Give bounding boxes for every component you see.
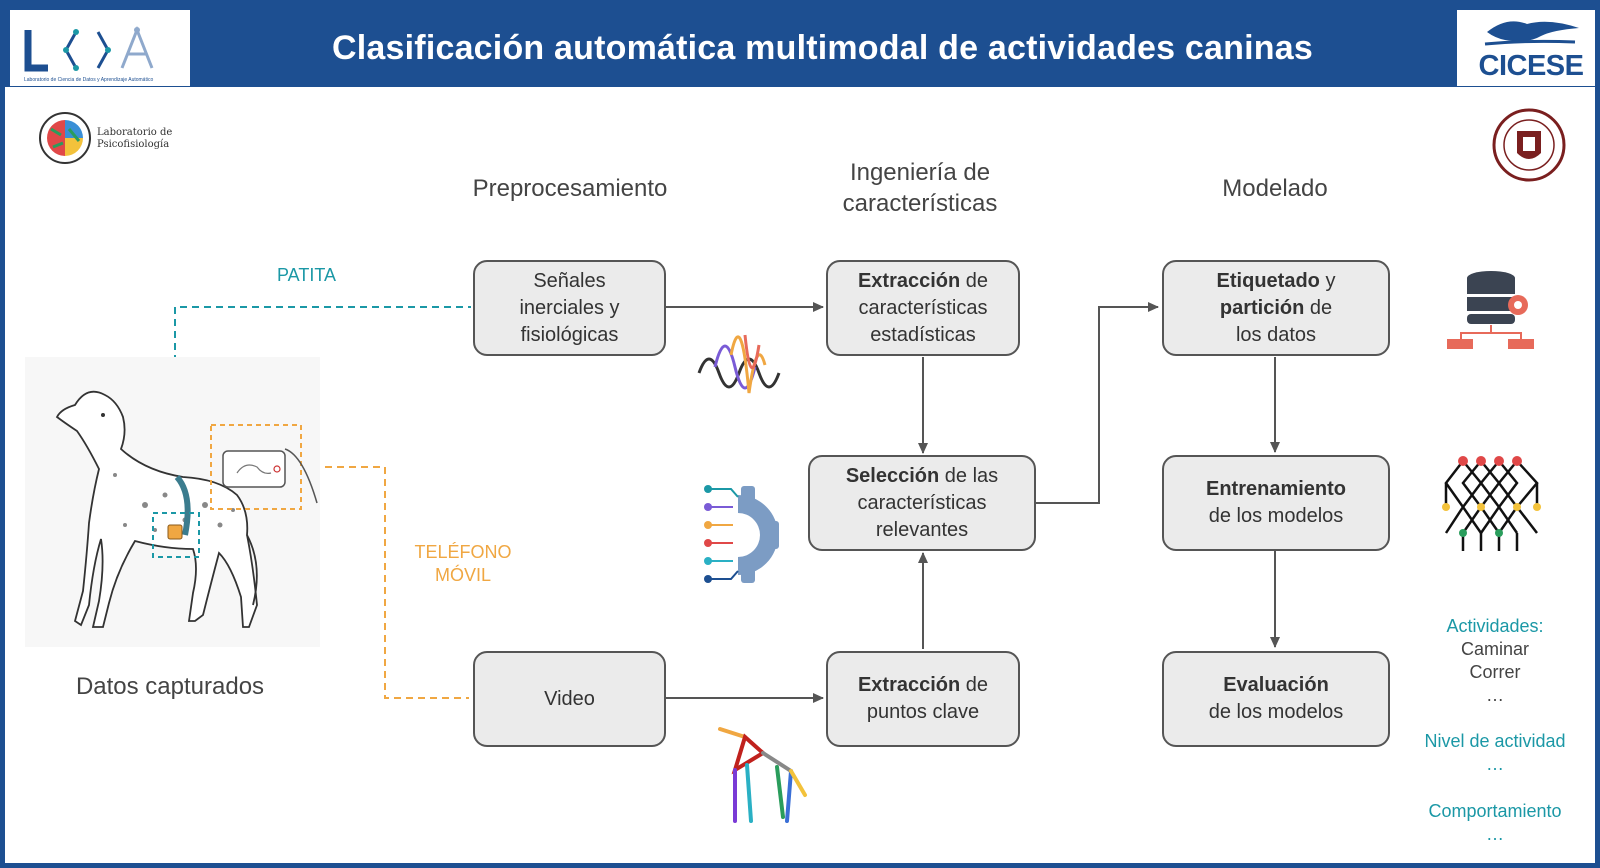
partition-rest: de [1304, 296, 1333, 319]
lcdaa-caption: Laboratorio de Ciencia de Datos y Aprend… [24, 77, 154, 83]
video-label: Video [544, 687, 595, 710]
dog-illustration [25, 357, 320, 647]
selection-bold: Selección [845, 464, 940, 487]
phone-label-line1: TELÉFONO [414, 542, 512, 562]
psychophysiology-lab-name: Laboratorio de Psicofisiología [97, 127, 172, 151]
keypoints-rest: de [960, 674, 989, 696]
extraction-stats-line3: estadísticas [870, 323, 976, 346]
box-signals: Señales inerciales y fisiológicas [473, 260, 666, 356]
box-feature-selection: Selección de las características relevan… [808, 455, 1036, 551]
lcdaa-logo: Laboratorio de Ciencia de Datos y Aprend… [10, 10, 190, 86]
labeling-rest: y [1319, 269, 1336, 292]
evaluation-bold: Evaluación [1223, 674, 1329, 696]
extraction-stats-bold: Extracción [857, 269, 961, 292]
labeling-line3: los datos [1235, 323, 1317, 346]
box-evaluation: Evaluación de los modelos [1162, 651, 1390, 747]
box-extraction-statistics: Extracción de características estadístic… [826, 260, 1020, 356]
activity-walk: Caminar [1460, 639, 1530, 659]
labeling-bold: Etiquetado [1216, 269, 1320, 292]
selection-line2: características [857, 491, 987, 514]
section-feature-engineering-line2: características [842, 190, 998, 217]
captured-data-label: Datos capturados [75, 673, 265, 700]
box-keypoint-extraction: Extracción de puntos clave [826, 651, 1020, 747]
signals-line1: Señales [533, 269, 606, 292]
selection-line3: relevantes [875, 518, 969, 541]
box-video: Video [473, 651, 666, 747]
section-feature-engineering-line1: Ingeniería de [849, 159, 991, 186]
arrow-selection-to-labeling [1036, 302, 1159, 504]
pelican-icon [1484, 21, 1579, 46]
activity-more: … [1486, 685, 1504, 705]
neural-network-icon [1444, 460, 1539, 551]
lab-name-line1: Laboratorio de [97, 127, 173, 138]
extraction-stats-line2: características [858, 296, 988, 319]
dog-skeleton-keypoints-icon [718, 727, 807, 823]
evaluation-line2: de los modelos [1208, 701, 1344, 723]
behavior: Comportamiento … [1405, 800, 1585, 846]
cicese-name: CICESE [1478, 50, 1584, 82]
phone-label-line2: MÓVIL [434, 565, 491, 585]
partition-bold: partición [1219, 296, 1305, 319]
signals-line2: inerciales y [519, 296, 620, 319]
activity-level-more: … [1486, 754, 1504, 774]
cicese-logo: CICESE [1457, 10, 1595, 86]
activity-run: Correr [1469, 662, 1521, 682]
connectors-and-icons [25, 271, 1541, 823]
signal-waveform-icon [697, 334, 781, 394]
keypoints-line2: puntos clave [866, 701, 980, 723]
diagram-title: Clasificación automática multimodal de a… [332, 29, 1313, 67]
box-training: Entrenamiento de los modelos [1162, 455, 1390, 551]
extraction-stats-rest: de [960, 269, 989, 292]
feature-gear-icon [704, 485, 779, 583]
signals-line3: fisiológicas [520, 323, 619, 346]
activity-level-title: Nivel de actividad [1424, 731, 1566, 751]
behavior-more: … [1486, 824, 1504, 844]
neural-network-nodes [1442, 456, 1541, 537]
header-bar: Clasificación automática multimodal de a… [5, 5, 1595, 87]
activity-level: Nivel de actividad … [1405, 730, 1585, 776]
lcdaa-logo-mark [24, 25, 154, 72]
lab-name-line2: Psicofisiología [97, 139, 170, 150]
phone-connector [301, 466, 469, 699]
activities-list: Actividades: Caminar Correr … [1405, 615, 1585, 707]
training-bold: Entrenamiento [1205, 478, 1347, 500]
sensor-label: PATITA [277, 265, 337, 285]
box-labeling-partition: Etiquetado y partición de los datos [1162, 260, 1390, 356]
section-modeling: Modelado [1222, 175, 1328, 202]
phone-label: TELÉFONO MÓVIL [403, 541, 523, 587]
keypoints-bold: Extracción [857, 674, 961, 696]
section-feature-engineering: Ingeniería de características [795, 157, 1045, 219]
training-line2: de los modelos [1208, 505, 1344, 527]
activities-title: Actividades: [1446, 616, 1544, 636]
database-gear-icon [1447, 271, 1534, 349]
section-preprocessing: Preprocesamiento [472, 175, 668, 202]
selection-rest: de las [939, 464, 999, 487]
behavior-title: Comportamiento [1428, 801, 1562, 821]
